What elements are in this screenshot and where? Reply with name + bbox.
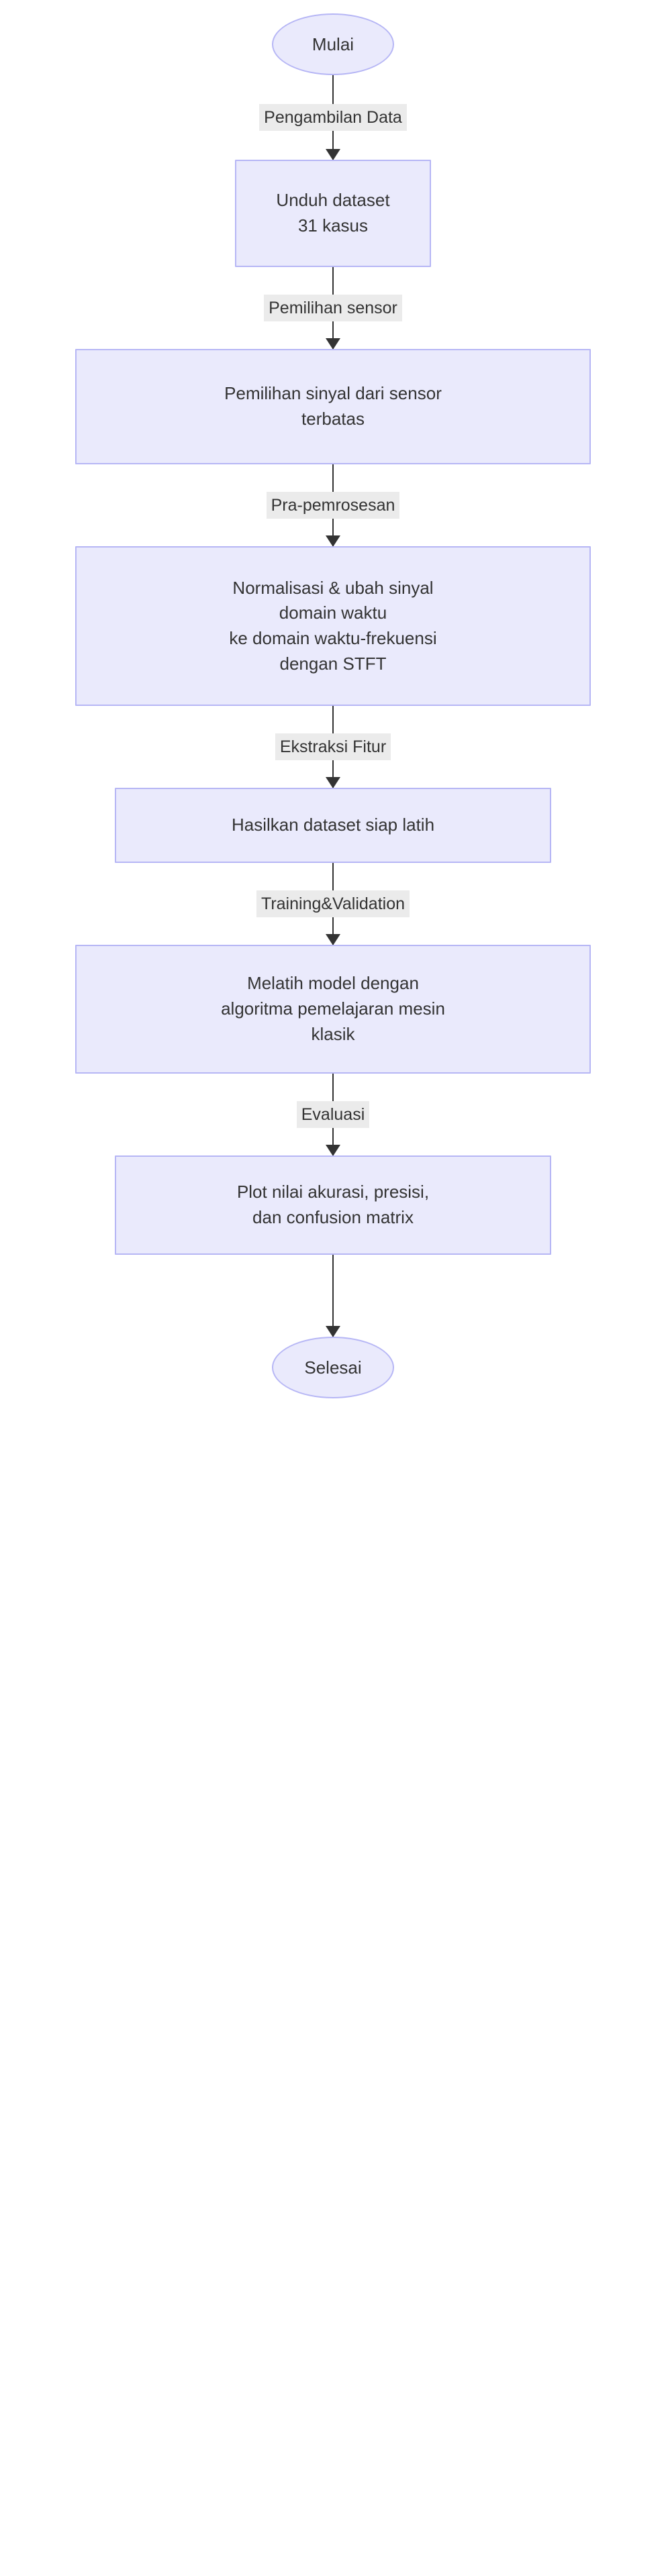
edge-plot-to-selesai bbox=[0, 1255, 666, 1337]
edge-normalisasi-to-hasilkan-dataset: Ekstraksi Fitur bbox=[0, 706, 666, 788]
node-melatih-model[interactable]: Melatih model dengan algoritma pemelajar… bbox=[75, 945, 591, 1074]
node-unduh-dataset[interactable]: Unduh dataset 31 kasus bbox=[235, 160, 431, 267]
edge-pemilihan-sinyal-to-normalisasi: Pra-pemrosesan bbox=[0, 464, 666, 547]
node-selesai-label: Selesai bbox=[304, 1357, 362, 1378]
node-mulai-label: Mulai bbox=[312, 34, 354, 54]
edge-hasilkan-dataset-to-melatih-model: Training&Validation bbox=[0, 863, 666, 945]
top-spacer bbox=[0, 0, 666, 13]
node-mulai[interactable]: Mulai bbox=[272, 13, 394, 75]
edge-label-pengambilan-data: Pengambilan Data bbox=[259, 104, 407, 131]
node-normalisasi-stft[interactable]: Normalisasi & ubah sinyal domain waktu k… bbox=[75, 546, 591, 706]
node-selesai[interactable]: Selesai bbox=[272, 1337, 394, 1398]
node-plot-metrik-label: Plot nilai akurasi, presisi, dan confusi… bbox=[236, 1182, 430, 1227]
node-plot-metrik[interactable]: Plot nilai akurasi, presisi, dan confusi… bbox=[115, 1155, 551, 1255]
edge-label-pemilihan-sensor: Pemilihan sensor bbox=[264, 295, 402, 321]
edge-label-training-validation: Training&Validation bbox=[256, 890, 410, 917]
arrowhead-icon bbox=[326, 535, 340, 547]
arrowhead-icon bbox=[326, 777, 340, 788]
arrowhead-icon bbox=[326, 934, 340, 945]
arrowhead-icon bbox=[326, 338, 340, 350]
node-pemilihan-sinyal[interactable]: Pemilihan sinyal dari sensor terbatas bbox=[75, 349, 591, 464]
arrowhead-icon bbox=[326, 1145, 340, 1156]
arrowhead-icon bbox=[326, 149, 340, 160]
edge-mulai-to-unduh-dataset: Pengambilan Data bbox=[0, 75, 666, 160]
edge-label-evaluasi: Evaluasi bbox=[296, 1101, 370, 1128]
edge-melatih-model-to-plot: Evaluasi bbox=[0, 1074, 666, 1156]
node-pemilihan-sinyal-label: Pemilihan sinyal dari sensor terbatas bbox=[224, 383, 442, 429]
edge-line bbox=[332, 1255, 334, 1337]
node-unduh-dataset-label: Unduh dataset 31 kasus bbox=[276, 190, 390, 236]
edge-label-ekstraksi-fitur: Ekstraksi Fitur bbox=[275, 733, 391, 760]
edge-unduh-dataset-to-pemilihan-sinyal: Pemilihan sensor bbox=[0, 267, 666, 350]
node-hasilkan-dataset-label: Hasilkan dataset siap latih bbox=[231, 815, 435, 835]
node-normalisasi-stft-label: Normalisasi & ubah sinyal domain waktu k… bbox=[229, 577, 437, 674]
node-melatih-model-label: Melatih model dengan algoritma pemelajar… bbox=[221, 973, 445, 1044]
edge-label-pra-pemrosesan: Pra-pemrosesan bbox=[266, 492, 400, 519]
node-hasilkan-dataset[interactable]: Hasilkan dataset siap latih bbox=[115, 788, 551, 863]
arrowhead-icon bbox=[326, 1326, 340, 1337]
